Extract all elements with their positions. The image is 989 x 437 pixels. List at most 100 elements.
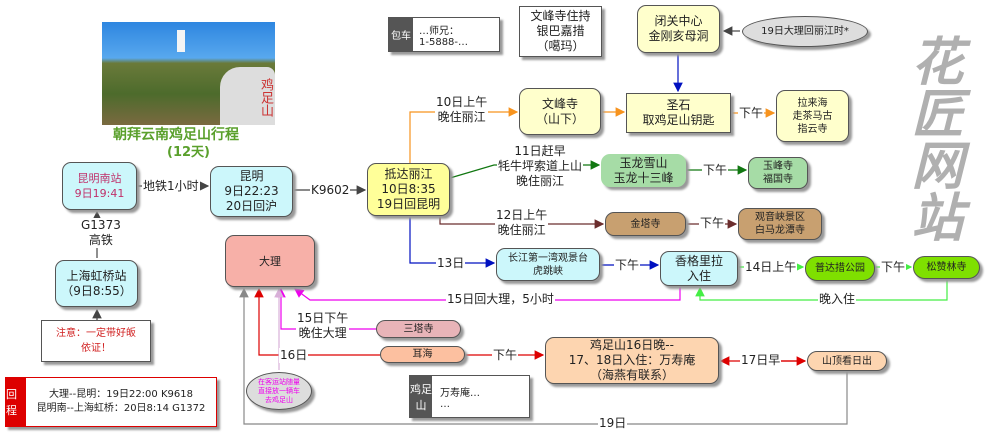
node-sunrise[interactable]: 山顶看日出: [807, 351, 887, 371]
edge-label-day15-pm: 15日下午晚住大理: [296, 311, 350, 341]
cloud-text: 直接放一辆车: [258, 386, 300, 395]
label-line: 11日赶早: [514, 144, 566, 158]
tag-text: 大理--昆明：19日22:00 K9618: [49, 389, 193, 400]
label-line: 晚住大理: [298, 326, 347, 340]
pagoda-shape: [177, 30, 185, 52]
edge-label-afternoon: 下午: [492, 348, 519, 363]
node-yulong[interactable]: 玉龙雪山玉龙十三峰: [601, 154, 686, 187]
node-retreat[interactable]: 闭关中心金刚亥母洞: [637, 5, 720, 53]
label-line: 高铁: [88, 233, 113, 247]
edge-label-metro: 地铁1小时: [142, 179, 200, 194]
node-jizu[interactable]: 鸡足山16日晚--17、18日入住：万寿庵（海燕有联系）: [545, 337, 719, 384]
node-text: 昆明: [239, 169, 264, 183]
node-text: 玉龙雪山: [619, 155, 668, 170]
node-text: 文峰寺住持: [530, 9, 591, 23]
node-text: 拉来海: [797, 97, 828, 109]
edge-label-afternoon: 下午: [702, 163, 729, 178]
node-text: 走茶马古: [792, 110, 833, 122]
label-line: 晚住丽江: [497, 223, 546, 237]
label-line: 12日上午: [496, 208, 548, 222]
node-text: 取鸡足山钥匙: [642, 113, 715, 127]
node-text: 17、18日入住：万寿庵: [568, 353, 696, 367]
edge-label-day19: 19日: [598, 416, 628, 431]
label-line: 牦牛坪索道上山: [498, 159, 583, 173]
node-erhai[interactable]: 耳海: [380, 346, 465, 363]
node-text: 依证！: [81, 343, 111, 354]
cloud-text: 去鸡足山: [265, 395, 293, 404]
edge-label-day10: 10日上午晚住丽江: [435, 95, 489, 125]
tag-text: 万寿庵…: [440, 387, 480, 399]
node-text: 大理: [259, 254, 281, 268]
node-text: 银巴嘉措: [536, 24, 585, 38]
edge-label-day17: 17日早: [740, 353, 782, 368]
node-text: 鸡足山16日晚--: [590, 338, 674, 352]
edge-label-day11: 11日赶早牦牛坪索道上山晚住丽江: [497, 144, 584, 189]
tag-key: 回程: [6, 378, 26, 426]
node-hongqiao[interactable]: 上海虹桥站（9日8:55）: [55, 260, 138, 307]
node-songzanlin[interactable]: 松赞林寺: [913, 256, 980, 279]
node-abbot[interactable]: 文峰寺住持银巴嘉措（噶玛）: [519, 6, 602, 57]
node-text: 19日回昆明: [376, 197, 441, 211]
node-text: 9日22:23: [224, 184, 279, 198]
watermark: 花匠网站: [902, 34, 962, 242]
node-wenfeng[interactable]: 文峰寺（山下）: [519, 88, 601, 135]
edge-label-night-checkin: 晚入住: [818, 292, 857, 307]
node-santa[interactable]: 三塔寺: [376, 320, 461, 338]
node-pudacuo[interactable]: 普达措公园: [805, 256, 875, 281]
node-lashihai[interactable]: 拉来海走茶马古指云寺: [776, 90, 849, 142]
jizu-contact-tag: 鸡足山万寿庵……: [409, 375, 530, 418]
label-line: 晚住丽江: [437, 110, 486, 124]
node-text: 松赞林寺: [926, 262, 967, 273]
node-text: 玉峰寺: [763, 161, 793, 172]
node-text: 山顶看日出: [822, 355, 872, 367]
page-title: 朝拜云南鸡足山行程: [112, 127, 240, 143]
node-text: 玉龙十三峰: [613, 170, 674, 185]
node-text: （噶玛）: [536, 39, 585, 53]
label-line: 15日下午: [297, 311, 349, 325]
tag-text: …: [440, 398, 450, 410]
return-trip-tag: 回程 大理--昆明：19日22:00 K9618 昆明南--上海虹桥：20日8:14…: [5, 377, 217, 427]
node-text: （山下）: [535, 111, 584, 126]
edge-label-afternoon: 下午: [738, 106, 765, 121]
cloud-text: 在客运站随量: [258, 377, 300, 386]
label-line: 10日上午: [436, 95, 488, 109]
node-yufeng[interactable]: 玉峰寺福国寺: [748, 157, 808, 189]
edge-label-day12: 12日上午晚住丽江: [495, 208, 549, 238]
node-text: （9日8:55）: [61, 283, 132, 298]
node-text: 观音峡景区: [755, 212, 805, 223]
notice-box: 注意：一定带好皈依证！: [41, 320, 151, 362]
edge-label-k9602: K9602: [310, 183, 351, 198]
edge-label-afternoon: 下午: [699, 216, 726, 231]
edge-label-afternoon: 下午: [880, 260, 907, 275]
tag-key: 鸡足山: [410, 376, 432, 417]
tag-text: 昆明南--上海虹桥：20日8:14 G1372: [36, 403, 206, 414]
rock-inscription: 鸡足山: [220, 67, 275, 125]
tag-text: 1-5888-…: [419, 36, 469, 48]
node-holy-stone[interactable]: 圣石取鸡足山钥匙: [626, 93, 731, 133]
node-text: 闭关中心: [654, 14, 703, 28]
node-text: 注意：一定带好皈: [56, 328, 136, 339]
charter-tag: 包车…师兄：1-5888-…: [388, 17, 500, 52]
node-text: 福国寺: [763, 174, 793, 185]
node-changjiang[interactable]: 长江第一湾观景台虎跳峡: [496, 248, 600, 281]
edge-label-day13: 13日: [436, 256, 466, 271]
node-text: 20日回沪: [225, 199, 278, 213]
node-text: 入住: [686, 268, 711, 283]
node-jinta[interactable]: 金塔寺: [605, 212, 686, 236]
edge-label-afternoon: 下午: [614, 258, 641, 273]
node-text: 文峰寺: [541, 96, 578, 111]
node-text: 白马龙潭寺: [755, 225, 805, 236]
node-text: 普达措公园: [815, 263, 865, 274]
node-text: 昆明南站: [77, 172, 122, 185]
node-text: 三塔寺: [403, 323, 434, 335]
cloud-station-note: 在客运站随量直接放一辆车去鸡足山: [246, 372, 312, 410]
node-shangrila[interactable]: 香格里拉入住: [660, 251, 738, 286]
node-guanyin[interactable]: 观音峡景区白马龙潭寺: [738, 208, 822, 240]
node-dali[interactable]: 大理: [225, 235, 315, 287]
node-text: 金刚亥母洞: [648, 29, 709, 43]
node-text: 指云寺: [797, 123, 828, 135]
